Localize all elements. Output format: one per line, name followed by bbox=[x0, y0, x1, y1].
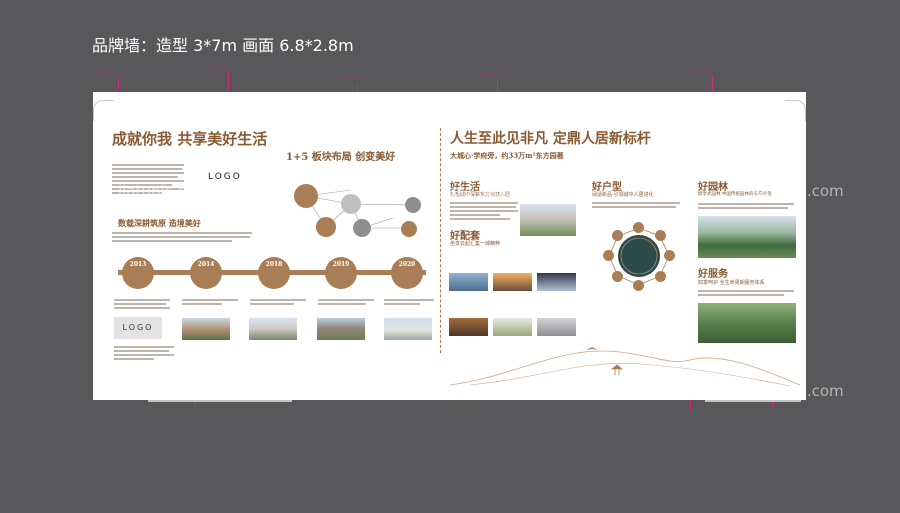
garden-subtitle: 醇享式园林 中国传统园林的东方院落 bbox=[698, 192, 772, 197]
network-bubble bbox=[294, 184, 318, 208]
timeline-text bbox=[114, 299, 172, 311]
network-bubble bbox=[405, 197, 421, 213]
support-subtitle: 坐享云起汇集一城精粹 bbox=[450, 241, 501, 247]
timeline-year-2020: 2020 bbox=[391, 257, 423, 289]
timeline-text bbox=[384, 299, 436, 307]
annotation-label: ·· ·· ·· ·· ·· bbox=[206, 64, 233, 71]
house-ring-node bbox=[603, 250, 614, 261]
support-photo bbox=[449, 273, 488, 291]
watermark: jiatupic.com bbox=[118, 182, 210, 200]
support-title: 好配套 bbox=[450, 231, 480, 242]
garden-photo bbox=[698, 216, 796, 258]
service-subtitle: 四季呵护 全生命周期服务体系 bbox=[698, 280, 765, 286]
right-subheadline: 大城心·学府旁，约33万m²东方园著 bbox=[450, 151, 564, 160]
watermark: jiatupic.com bbox=[418, 382, 510, 400]
life-subtitle: 扎根城中深耕东方诗意人居 bbox=[450, 192, 511, 198]
section-history-title: 数载深耕筑原 造境美好 bbox=[118, 218, 201, 228]
left-headline: 成就你我 共享美好生活 bbox=[112, 130, 268, 148]
garden-title: 好园林 bbox=[698, 182, 728, 193]
life-paragraph bbox=[450, 202, 520, 222]
timeline-text bbox=[318, 299, 376, 307]
house-ring-node bbox=[655, 271, 666, 282]
network-bubble bbox=[353, 219, 371, 237]
right-headline: 人生至此见非凡 定鼎人居新标杆 bbox=[450, 131, 651, 147]
support-photo bbox=[537, 273, 576, 291]
brand-wall-panel bbox=[93, 92, 806, 400]
timeline-year-2019: 2019 bbox=[325, 257, 357, 289]
frame-corner-left bbox=[93, 100, 114, 121]
watermark: jiatupic.com bbox=[418, 182, 510, 200]
timeline-year-2013: 2013 bbox=[122, 257, 154, 289]
service-photo bbox=[698, 303, 796, 343]
annotation-label: ·· ·· ·· ·· ·· bbox=[690, 68, 717, 75]
support-photo bbox=[449, 318, 488, 336]
house-ring-node bbox=[612, 271, 623, 282]
project-photo bbox=[384, 318, 432, 340]
annotation-label: ·· ·· ·· ·· bbox=[96, 70, 117, 77]
network-bubble bbox=[316, 217, 336, 237]
top-logo: LOGO bbox=[208, 172, 242, 182]
garden-paragraph bbox=[698, 203, 796, 211]
house-subtitle: 阔适新品·引领城中人居进化 bbox=[592, 192, 654, 198]
house-ring-node bbox=[655, 230, 666, 241]
annotation-label: ·· ·· ·· ·· bbox=[478, 72, 499, 79]
network-bubble bbox=[401, 221, 417, 237]
watermark: jiatupic.com bbox=[752, 182, 844, 200]
support-photo bbox=[537, 318, 576, 336]
house-ring-node bbox=[633, 222, 644, 233]
spec-title: 品牌墙：造型 3*7m 画面 6.8*2.8m bbox=[92, 36, 354, 55]
house-paragraph bbox=[592, 202, 682, 210]
timeline-year-2018: 2018 bbox=[258, 257, 290, 289]
house-title: 好户型 bbox=[592, 182, 622, 193]
annotation-label: ·· ·· ·· ·· bbox=[338, 76, 359, 83]
intro-paragraph bbox=[112, 164, 184, 196]
project-photo bbox=[249, 318, 297, 340]
center-divider bbox=[440, 128, 441, 353]
life-title: 好生活 bbox=[450, 182, 480, 193]
frame-corner-right bbox=[785, 100, 806, 121]
house-ring-node bbox=[633, 280, 644, 291]
history-paragraph bbox=[112, 232, 252, 244]
house-ring-node bbox=[664, 250, 675, 261]
life-photo bbox=[520, 204, 576, 236]
timeline-year-2014: 2014 bbox=[190, 257, 222, 289]
service-title: 好服务 bbox=[698, 269, 728, 280]
project-photo bbox=[317, 318, 365, 340]
support-photo bbox=[493, 273, 532, 291]
watermark: jiatupic.com bbox=[118, 382, 210, 400]
timeline-text bbox=[250, 299, 308, 307]
support-photo bbox=[493, 318, 532, 336]
bottom-logo: LOGO bbox=[114, 317, 162, 339]
section-layout-title: 1+5 板块布局 创变美好 bbox=[286, 152, 396, 163]
timeline-text bbox=[182, 299, 240, 307]
logo-caption bbox=[114, 346, 174, 362]
project-photo bbox=[182, 318, 230, 340]
watermark: jiatupic.com bbox=[752, 382, 844, 400]
house-ring-node bbox=[612, 230, 623, 241]
network-bubble bbox=[341, 194, 361, 214]
service-paragraph bbox=[698, 290, 796, 298]
